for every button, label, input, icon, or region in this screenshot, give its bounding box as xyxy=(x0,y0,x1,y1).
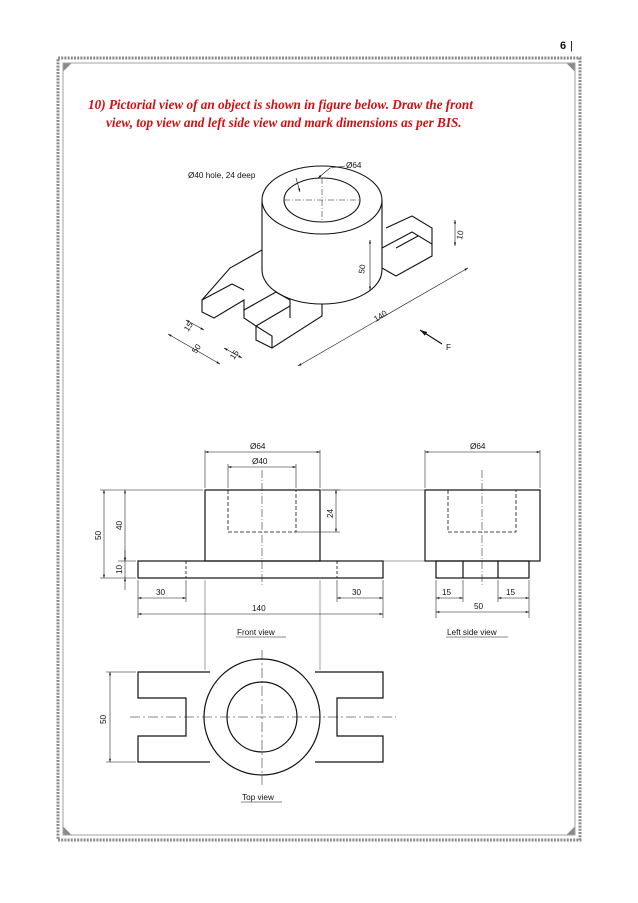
front-cylinder xyxy=(204,489,321,562)
corner-ornament-tr xyxy=(566,63,575,72)
front-base xyxy=(137,560,384,579)
side-view xyxy=(424,470,541,585)
pictorial-dimensions xyxy=(167,165,469,367)
front-dimensions xyxy=(100,450,436,670)
outer-leader-1 xyxy=(329,165,346,169)
pictorial-slot2-label: 15 xyxy=(228,348,241,361)
top-dimensions xyxy=(106,671,136,763)
dim-slot-line xyxy=(185,319,205,331)
question-line-1: 10) Pictorial view of an object is shown… xyxy=(88,97,473,112)
page-number-separator: | xyxy=(570,40,573,52)
right-arm-outline xyxy=(381,231,433,277)
left-arm-outline xyxy=(201,249,323,349)
pictorial-length-label: 140 xyxy=(372,309,389,324)
left-arm-slot xyxy=(243,291,291,318)
front-height-cyl-label: 40 xyxy=(115,520,124,530)
left-arm-end xyxy=(255,325,273,348)
corner-ornament-br xyxy=(566,826,575,835)
right-arm-slot xyxy=(395,235,419,249)
side-slot-left-label: 15 xyxy=(442,588,452,597)
dim-slot2-line xyxy=(223,347,243,359)
pictorial-view xyxy=(201,165,433,349)
front-dia-inner-label: Ø40 xyxy=(252,457,268,466)
direction-arrow xyxy=(419,329,443,345)
outer-leader-2 xyxy=(317,167,331,179)
top-view xyxy=(130,650,396,785)
question-line-2: view, top view and left side view and ma… xyxy=(106,115,462,130)
page-number-value: 6 xyxy=(560,40,567,52)
side-view-caption: Left side view xyxy=(447,628,497,637)
question-text: 10) Pictorial view of an object is shown… xyxy=(88,96,558,132)
pictorial-slot-label: 15 xyxy=(182,320,195,333)
page-number: 6| xyxy=(560,40,573,52)
side-dimensions xyxy=(424,450,541,618)
right-arm-top xyxy=(385,215,433,244)
left-arm-inner xyxy=(255,305,291,327)
corner-ornament-bl xyxy=(63,826,72,835)
direction-label: F xyxy=(446,343,451,352)
front-hole-depth-label: 24 xyxy=(326,508,335,518)
cylinder-bottom-arc xyxy=(261,269,383,305)
front-view xyxy=(137,470,384,585)
pictorial-height-label: 50 xyxy=(357,263,368,274)
pictorial-thk-label: 10 xyxy=(455,229,466,240)
dim-width-line xyxy=(167,333,221,365)
dim-length-line xyxy=(297,267,469,367)
top-view-caption: Top view xyxy=(242,793,274,802)
top-labels: 50 Top view xyxy=(99,714,274,802)
page-border xyxy=(56,56,582,842)
front-height-total-label: 50 xyxy=(94,530,103,540)
side-base xyxy=(435,560,530,579)
left-arm-top xyxy=(201,283,245,301)
front-labels: Ø64 Ø40 50 40 10 24 30 30 140 Front view xyxy=(94,442,362,637)
front-arm-right-label: 30 xyxy=(352,588,362,597)
side-slot-right-label: 15 xyxy=(506,588,516,597)
hole-label: Ø40 hole, 24 deep xyxy=(188,171,256,180)
front-dia-outer-label: Ø64 xyxy=(250,442,266,451)
front-length-label: 140 xyxy=(252,604,266,613)
side-dia-label: Ø64 xyxy=(470,442,486,451)
front-base-thk-label: 10 xyxy=(115,564,124,574)
pictorial-labels: Ø40 hole, 24 deep Ø64 50 10 140 15 50 15… xyxy=(182,161,465,361)
side-labels: Ø64 15 15 50 Left side view xyxy=(442,442,516,637)
front-view-caption: Front view xyxy=(237,628,275,637)
front-arm-left-label: 30 xyxy=(156,588,166,597)
side-cylinder xyxy=(424,489,541,562)
top-width-label: 50 xyxy=(99,714,108,724)
outer-dia-label: Ø64 xyxy=(346,161,362,170)
side-width-label: 50 xyxy=(474,602,484,611)
hole-leader xyxy=(295,177,301,193)
corner-ornament-tl xyxy=(63,63,72,72)
